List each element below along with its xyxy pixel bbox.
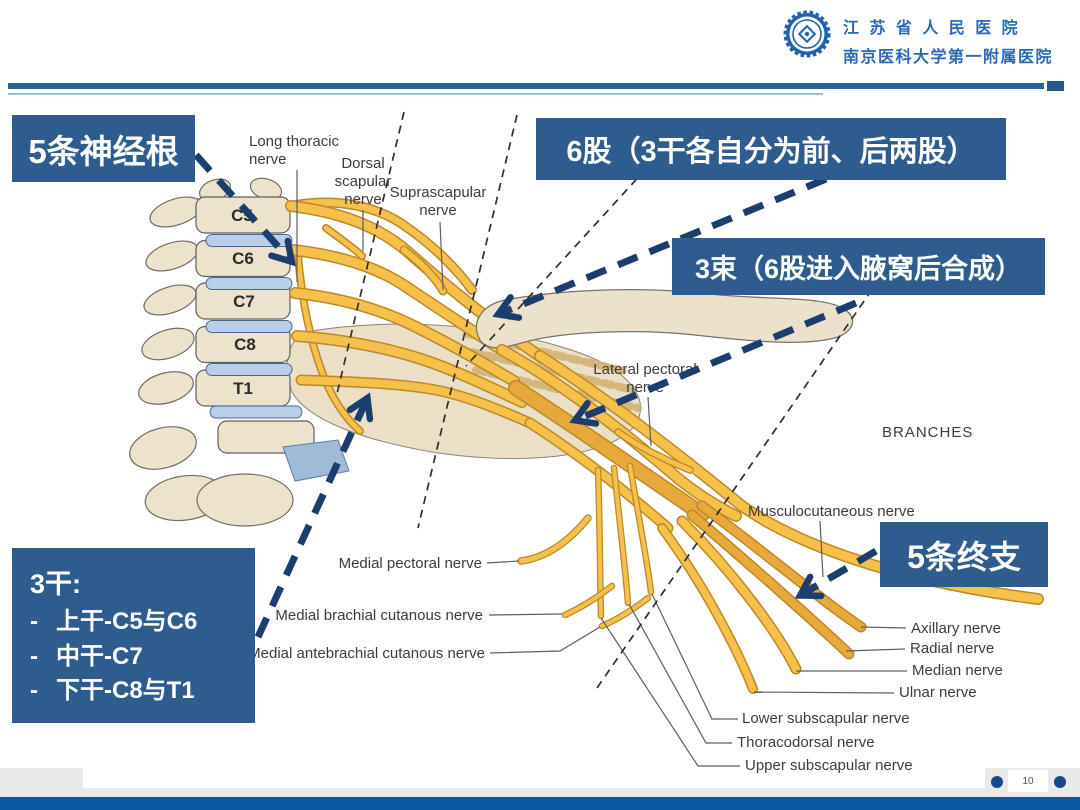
label-lateral-pectoral-2: nerve (626, 379, 664, 396)
trunks-item-lower: -下干-C8与T1 (30, 674, 195, 709)
footer-bar (0, 797, 1080, 810)
trunks-item-lower-text: 下干-C8与T1 (56, 677, 195, 705)
label-musculocutaneous: Musculocutaneous nerve (748, 503, 915, 520)
hospital-name-line2: 南京医科大学第一附属医院 (843, 49, 1054, 66)
hospital-name-line1: 江 苏 省 人 民 医 院 (843, 20, 1021, 37)
vertebra-label-c8: C8 (234, 335, 256, 354)
label-suprascapular: Suprascapular (390, 184, 487, 201)
label-dorsal-scapular-2: scapular (335, 173, 392, 190)
arrow-roots (193, 152, 296, 267)
label-dorsal-scapular: Dorsal (341, 155, 384, 172)
clavicle-bone (475, 288, 854, 349)
arrow-cords (569, 299, 858, 427)
callout-divisions: 6股（3干各自分为前、后两股） (536, 118, 1006, 180)
label-upper-subscapular: Upper subscapular nerve (745, 757, 913, 774)
arrow-divisions (492, 175, 828, 321)
label-ulnar: Ulnar nerve (899, 684, 977, 701)
bullet-dash: - (30, 607, 38, 635)
trunks-item-upper-text: 上干-C5与C6 (56, 607, 198, 635)
label-thoracodorsal: Thoracodorsal nerve (737, 734, 875, 751)
trunks-item-middle: -中干-C7 (30, 640, 143, 675)
region-divider-lines (335, 111, 881, 689)
label-medial-antebrachial: Medial antebrachial cutanous nerve (248, 645, 485, 662)
vertebra-label-c6: C6 (232, 249, 254, 268)
label-radial: Radial nerve (910, 640, 994, 657)
label-lateral-pectoral: Lateral pectoral (593, 361, 696, 378)
diagram-canvas-edge (83, 752, 985, 788)
vertebra-label-c7: C7 (233, 292, 255, 311)
callout-trunks: 3干: -上干-C5与C6 -中干-C7 -下干-C8与T1 (12, 548, 255, 723)
arrow-trunks (254, 392, 374, 639)
callout-arrows (193, 152, 878, 639)
bullet-dash: - (30, 677, 38, 705)
arrow-terminal-branches (794, 547, 878, 600)
callout-cords: 3束（6股进入腋窝后合成） (672, 238, 1045, 295)
page-dot-left (991, 776, 1003, 788)
label-axillary: Axillary nerve (911, 620, 1001, 637)
label-long-thoracic-2: nerve (249, 151, 287, 168)
trunks-title: 3干: (30, 568, 82, 599)
page-number-box: 10 (1008, 770, 1048, 792)
callout-terminal-branches: 5条终支 (880, 522, 1048, 587)
header-rule-end (1047, 81, 1064, 91)
label-leader-lines (296, 170, 907, 767)
callout-roots: 5条神经根 (12, 115, 195, 182)
label-median: Median nerve (912, 662, 1003, 679)
bullet-dash: - (30, 642, 38, 670)
page-dot-right (1054, 776, 1066, 788)
header-rule-thin (8, 93, 823, 95)
hospital-name: 江 苏 省 人 民 医 院 南京医科大学第一附属医院 (843, 14, 1073, 67)
hospital-seal-icon (783, 10, 831, 58)
trunks-item-upper: -上干-C5与C6 (30, 605, 197, 640)
label-medial-pectoral: Medial pectoral nerve (339, 555, 482, 572)
label-lower-subscapular: Lower subscapular nerve (742, 710, 910, 727)
header-rule (8, 83, 1044, 89)
label-branches-region: BRANCHES (882, 424, 973, 441)
hospital-logo (782, 7, 832, 61)
vertebra-blue-patch (282, 439, 350, 482)
label-long-thoracic: Long thoracic (249, 133, 340, 150)
vertebra-label-t1: T1 (233, 379, 253, 398)
label-dorsal-scapular-3: nerve (344, 191, 382, 208)
cervical-spine: C5 C6 C7 C8 T1 (129, 177, 350, 527)
trunks-item-middle-text: 中干-C7 (56, 642, 143, 670)
label-suprascapular-2: nerve (419, 202, 457, 219)
label-medial-brachial: Medial brachial cutanous nerve (275, 607, 483, 624)
nerve-labels: Long thoracic nerve Dorsal scapular nerv… (248, 133, 1003, 774)
